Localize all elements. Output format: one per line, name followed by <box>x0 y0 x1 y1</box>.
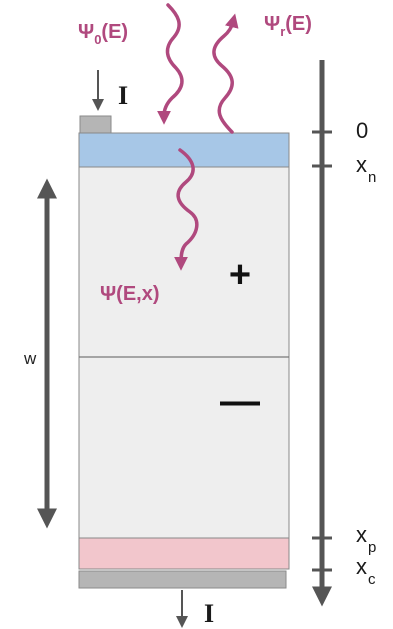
width-label: w <box>23 349 37 368</box>
internal-flux-arrow <box>174 148 199 271</box>
axis-label-xn: xn <box>356 152 376 186</box>
reflected-flux-arrow <box>212 13 239 134</box>
current-top-label: I <box>118 81 128 110</box>
bottom-contact <box>78 570 287 589</box>
internal-flux-label: Ψ(E,x) <box>100 283 160 305</box>
axis-label-0: 0 <box>356 118 368 143</box>
minus-sign: — <box>220 379 260 423</box>
device-body <box>78 166 290 539</box>
bottom-layer <box>78 537 290 570</box>
incident-flux-label: Ψ0(E) <box>78 21 128 47</box>
incident-flux-arrow <box>157 3 184 125</box>
reflected-flux-label: Ψr(E) <box>264 13 312 39</box>
top-contact <box>79 115 112 134</box>
axis-label-xp: xp <box>356 522 376 556</box>
plus-sign: + <box>229 254 251 296</box>
axis-label-xc: xc <box>356 554 376 588</box>
current-bottom-label: I <box>204 599 214 628</box>
top-window-layer <box>78 132 290 168</box>
